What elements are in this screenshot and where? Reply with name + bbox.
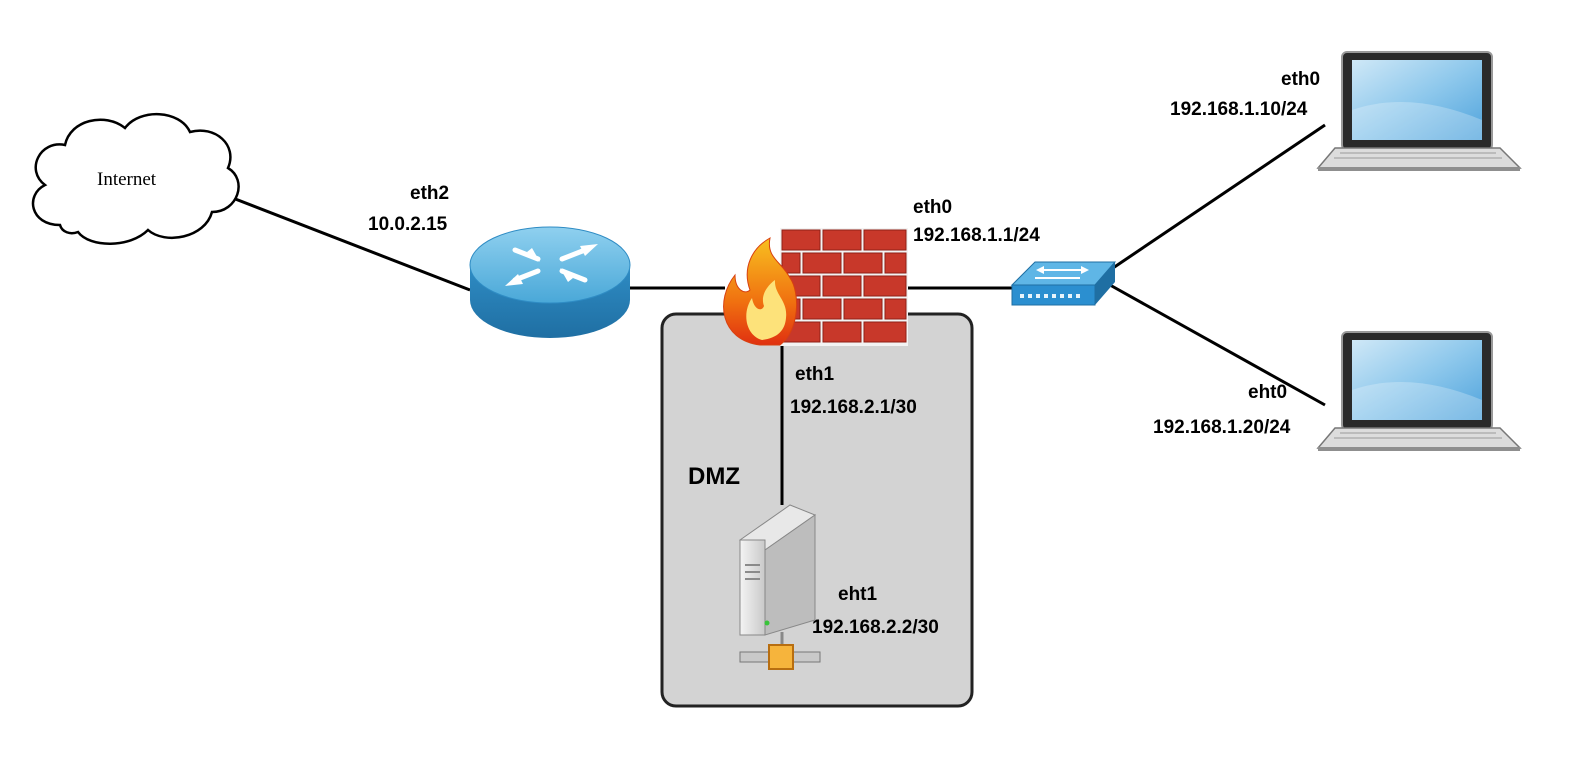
link-switch-laptop2: [1109, 283, 1326, 407]
cloud-icon: [31, 113, 240, 245]
link-internet-router: [224, 193, 471, 292]
server-icon: [738, 504, 821, 670]
firewall-dmz-iface-label: eth1: [795, 364, 835, 385]
server-ip-label: 192.168.2.2/30: [812, 617, 939, 638]
laptop2-ip-label: 192.168.1.20/24: [1153, 417, 1291, 438]
firewall-dmz-ip-label: 192.168.2.1/30: [790, 397, 917, 418]
router-iface-label: eth2: [410, 183, 450, 204]
firewall-icon: [723, 228, 908, 346]
firewall-outside-iface-label: eth0: [913, 197, 953, 218]
firewall-outside-ip-label: 192.168.1.1/24: [913, 225, 1040, 246]
switch-icon: [1010, 261, 1117, 306]
laptop-icon: [1316, 51, 1522, 171]
router-icon: [469, 226, 631, 338]
links: [224, 123, 1326, 505]
laptop2-iface-label: eht0: [1248, 382, 1288, 403]
server-iface-label: eht1: [838, 584, 878, 605]
internet-label: Internet: [97, 169, 157, 190]
dmz-label: DMZ: [688, 463, 740, 490]
laptop-icon: [1316, 331, 1522, 451]
laptop1-ip-label: 192.168.1.10/24: [1170, 99, 1308, 120]
laptop1-iface-label: eth0: [1281, 69, 1321, 90]
router-ip-label: 10.0.2.15: [368, 214, 448, 235]
link-switch-laptop1: [1109, 123, 1326, 272]
